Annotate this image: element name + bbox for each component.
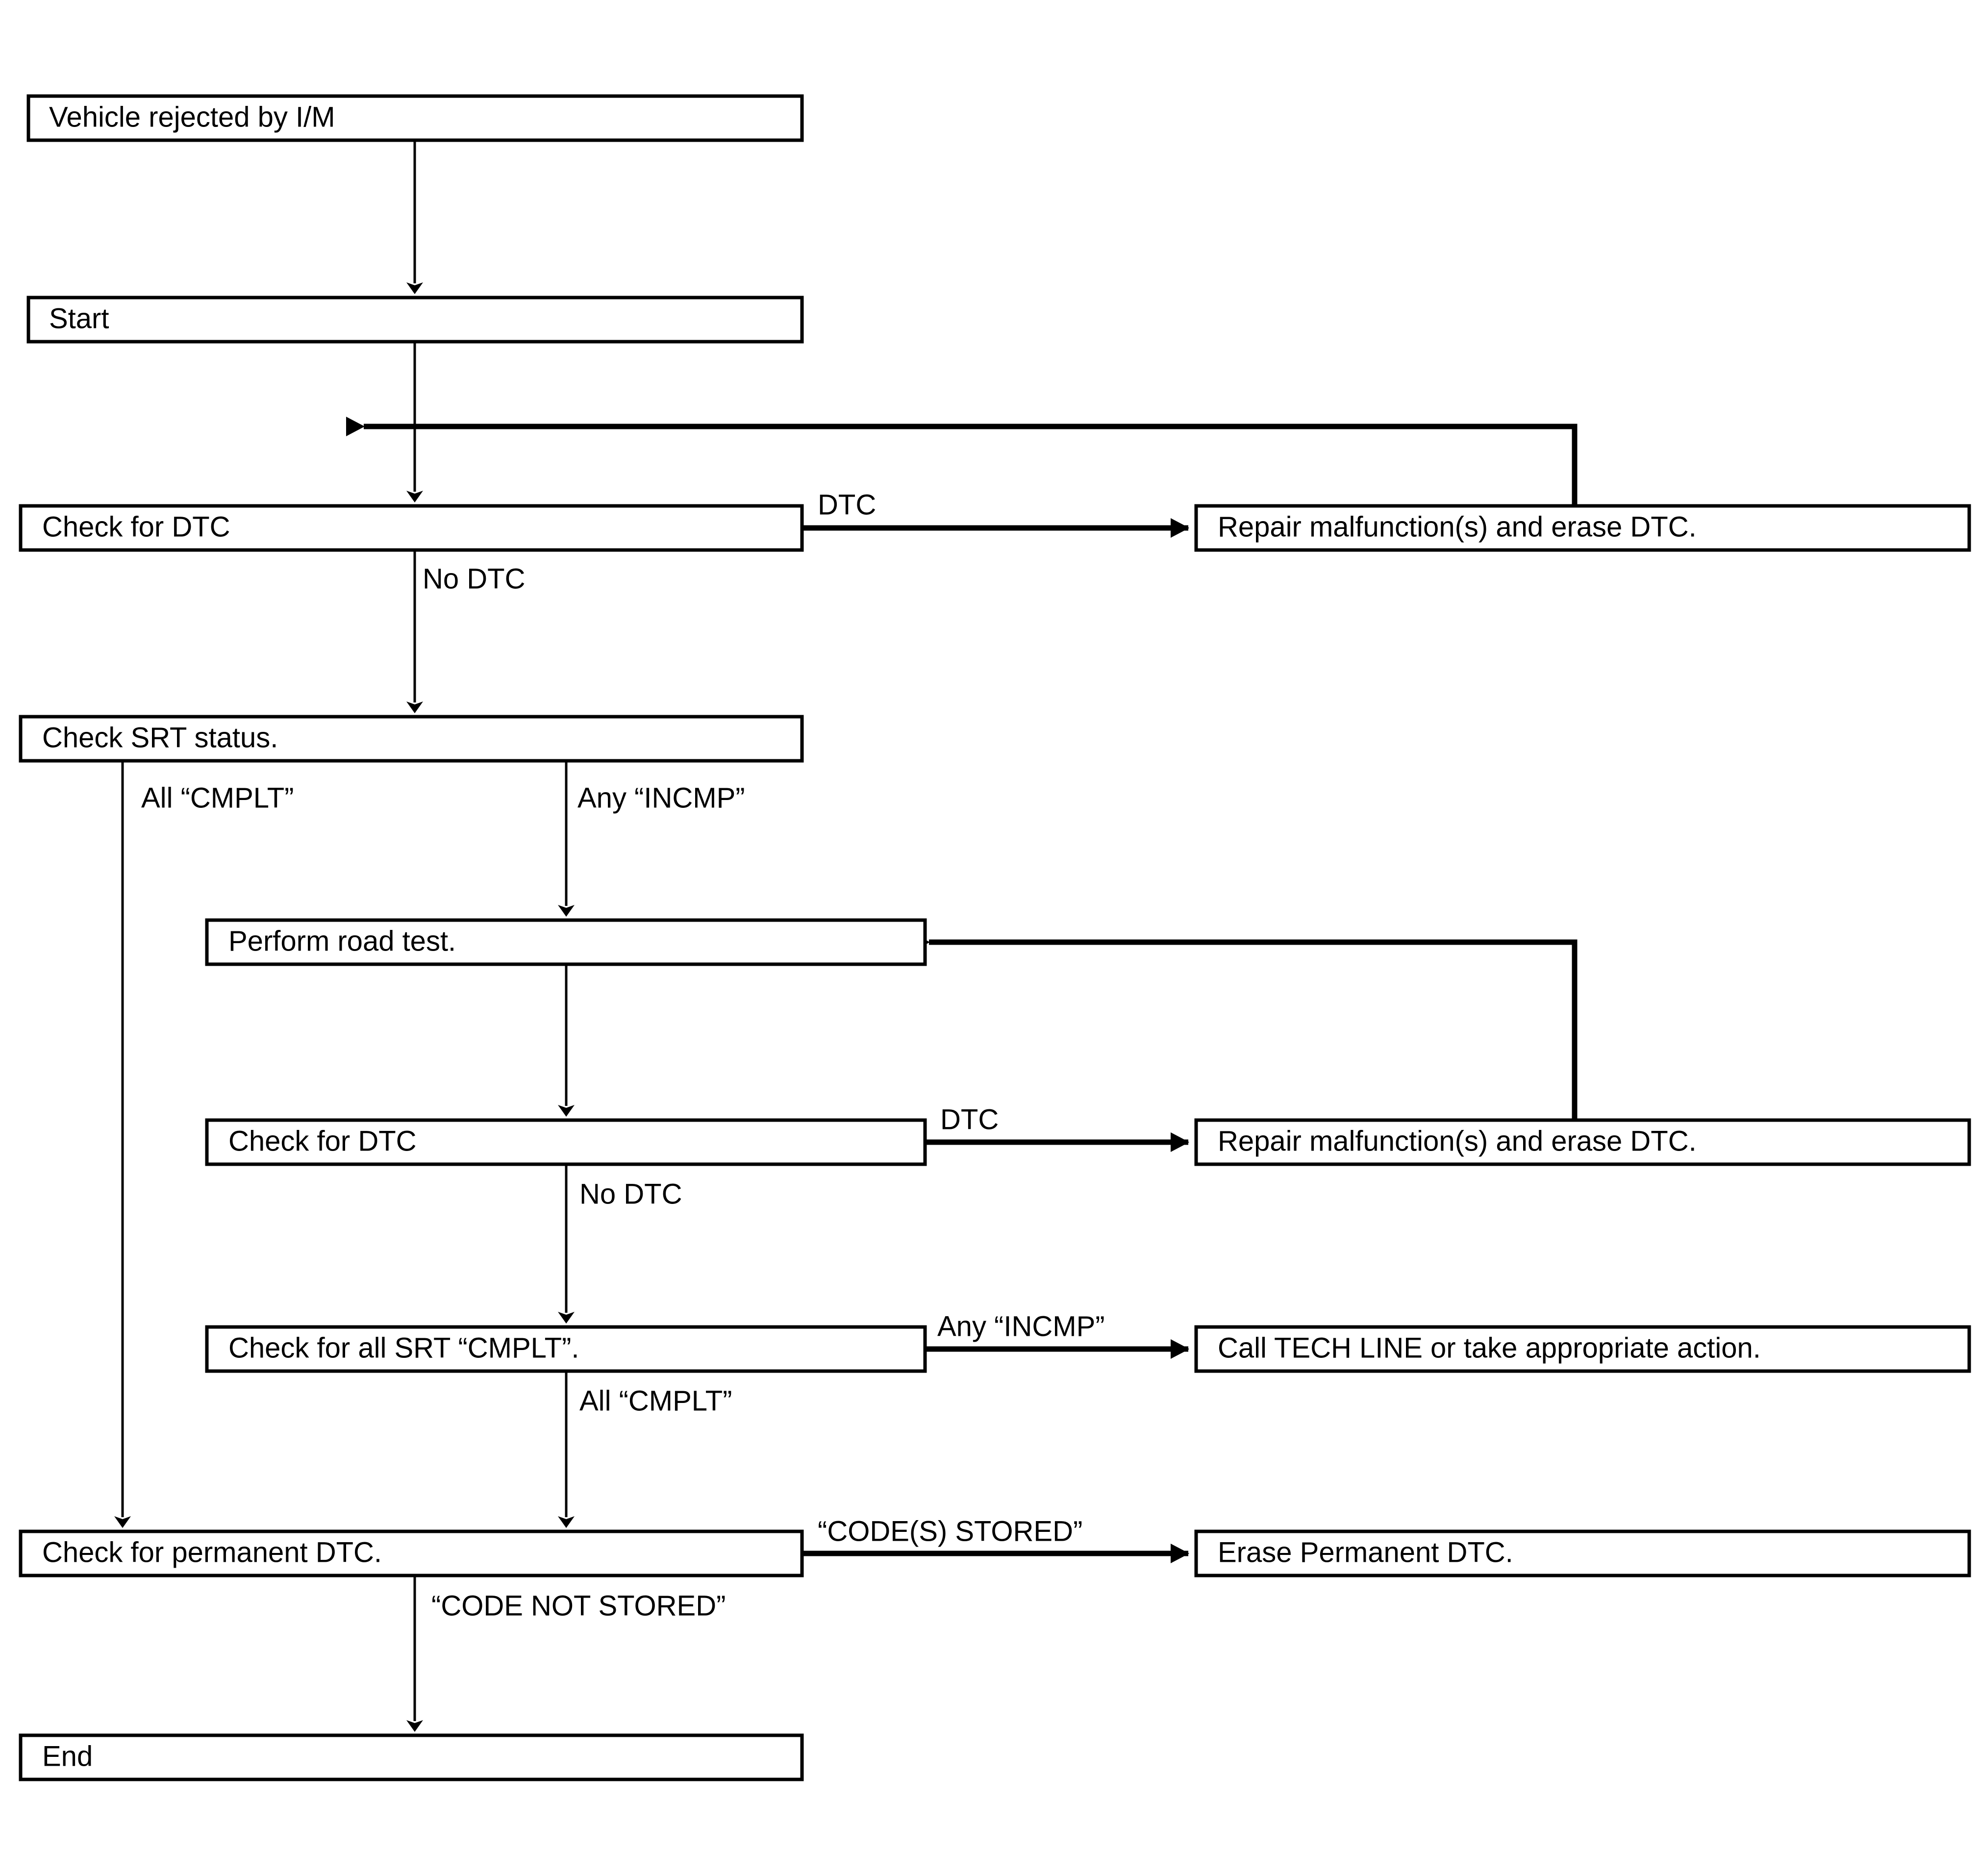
edge-label-dtc-2: DTC — [940, 1103, 999, 1135]
node-check-srt-status[interactable]: Check SRT status. — [19, 715, 804, 763]
edge-label-all-cmplt-2: All “CMPLT” — [579, 1385, 732, 1417]
node-box — [19, 715, 804, 763]
node-box — [1194, 1118, 1971, 1166]
node-erase-permanent-dtc[interactable]: Erase Permanent DTC. — [1194, 1529, 1971, 1577]
edge-label-all-cmplt-1: All “CMPLT” — [141, 782, 294, 814]
connector-repair-1-feedback — [346, 417, 1578, 506]
node-repair-erase-2[interactable]: Repair malfunction(s) and erase DTC. — [1194, 1118, 1971, 1166]
edge-label-no-dtc-1: No DTC — [423, 563, 525, 595]
edge-label-no-dtc-2: No DTC — [579, 1178, 682, 1210]
node-label: Vehicle rejected by I/M — [49, 101, 335, 133]
node-vehicle-rejected[interactable]: Vehicle rejected by I/M — [26, 94, 804, 142]
node-label: Call TECH LINE or take appropriate actio… — [1218, 1332, 1761, 1364]
edge-label-codes-stored: “CODE(S) STORED” — [818, 1515, 1082, 1547]
node-check-for-dtc-1[interactable]: Check for DTC — [19, 504, 804, 552]
node-box — [1194, 1325, 1971, 1373]
node-label: Check for DTC — [228, 1125, 417, 1157]
node-label: Check SRT status. — [42, 722, 278, 753]
node-check-permanent-dtc[interactable]: Check for permanent DTC. — [19, 1529, 804, 1577]
edge-labels-layer: DTC No DTC All “CMPLT” Any “INCMP” DTC N… — [141, 489, 1105, 1622]
nodes-layer: Vehicle rejected by I/M Start Check for … — [19, 94, 1971, 1781]
node-label: Check for DTC — [42, 511, 230, 543]
node-label: Perform road test. — [228, 925, 456, 957]
connectors-layer — [114, 140, 1578, 1732]
node-box — [1194, 504, 1971, 552]
edge-label-dtc-1: DTC — [818, 489, 876, 521]
node-box — [26, 94, 804, 142]
node-box — [205, 1325, 927, 1373]
node-box — [205, 918, 927, 966]
node-label: Check for permanent DTC. — [42, 1536, 382, 1568]
node-label: Erase Permanent DTC. — [1218, 1536, 1513, 1568]
node-box — [26, 296, 804, 344]
node-label: Repair malfunction(s) and erase DTC. — [1218, 1125, 1697, 1157]
node-start[interactable]: Start — [26, 296, 804, 344]
node-box — [205, 1118, 927, 1166]
node-perform-road-test[interactable]: Perform road test. — [205, 918, 927, 966]
node-label: Check for all SRT “CMPLT”. — [228, 1332, 579, 1364]
edge-label-any-incmp-1: Any “INCMP” — [577, 782, 745, 814]
node-box — [1194, 1529, 1971, 1577]
node-label: Repair malfunction(s) and erase DTC. — [1218, 511, 1697, 543]
node-repair-erase-1[interactable]: Repair malfunction(s) and erase DTC. — [1194, 504, 1971, 552]
node-end[interactable]: End — [19, 1733, 804, 1781]
connector-repair-2-feedback-to-road-test — [911, 932, 1578, 1120]
node-call-tech-line[interactable]: Call TECH LINE or take appropriate actio… — [1194, 1325, 1971, 1373]
node-label: End — [42, 1740, 93, 1772]
edge-label-code-not-stored: “CODE NOT STORED” — [431, 1590, 726, 1622]
node-check-for-dtc-2[interactable]: Check for DTC — [205, 1118, 927, 1166]
node-box — [19, 1529, 804, 1577]
edge-label-any-incmp-2: Any “INCMP” — [937, 1310, 1105, 1342]
node-label: Start — [49, 302, 109, 334]
node-check-all-srt-cmplt[interactable]: Check for all SRT “CMPLT”. — [205, 1325, 927, 1373]
node-box — [19, 504, 804, 552]
node-box — [19, 1733, 804, 1781]
